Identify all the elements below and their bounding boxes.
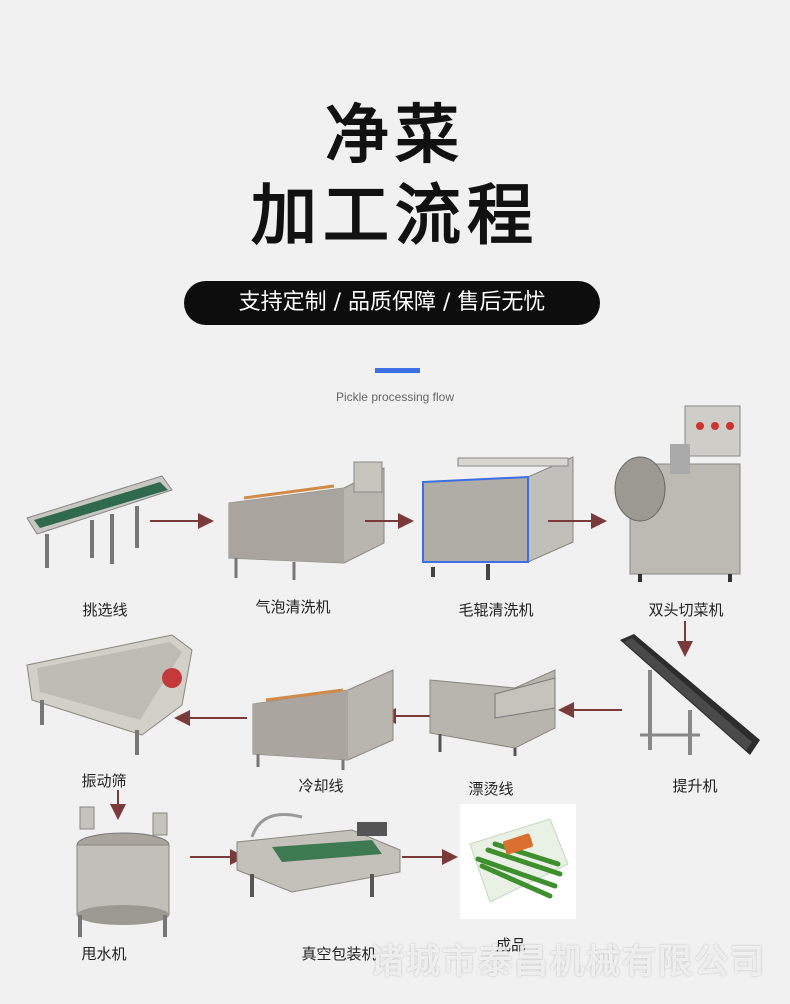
page-title-line2: 加工流程 (251, 177, 539, 254)
tagline-badge: 支持定制 / 品质保障 / 售后无忧 (184, 281, 600, 325)
cooling-line-icon (252, 669, 394, 770)
step-label-8: 振动筛 (81, 772, 127, 790)
step-label-7: 冷却线 (298, 777, 344, 795)
step-label-4: 双头切菜机 (648, 601, 724, 619)
blanching-line-icon (429, 669, 556, 756)
step-label-5: 提升机 (672, 777, 718, 795)
conveyor-belt-icon (26, 475, 173, 568)
vibrating-screen-icon (26, 634, 193, 755)
packaged-vegetables-icon (460, 804, 576, 919)
brush-roller-washer-icon (422, 456, 574, 580)
step-label-1: 挑选线 (82, 601, 128, 619)
company-watermark: 诸城市泰昌机械有限公司 (370, 942, 766, 982)
double-head-cutter-icon (614, 405, 741, 582)
page-title-line1: 净菜 (325, 99, 465, 173)
step-label-11: 成品 (495, 936, 527, 954)
step-label-3: 毛辊清洗机 (458, 601, 534, 619)
step-label-10: 真空包装机 (301, 945, 377, 963)
step-label-6: 漂烫线 (468, 780, 514, 798)
bubble-washer-icon (228, 461, 385, 580)
vacuum-packer-icon (236, 813, 401, 897)
elevator-conveyor-icon (620, 634, 760, 755)
step-label-9: 甩水机 (81, 945, 127, 963)
accent-bar (375, 368, 420, 373)
step-label-2: 气泡清洗机 (255, 598, 331, 616)
subtitle-english: Pickle processing flow (335, 390, 455, 404)
dewatering-machine-icon (76, 806, 170, 937)
